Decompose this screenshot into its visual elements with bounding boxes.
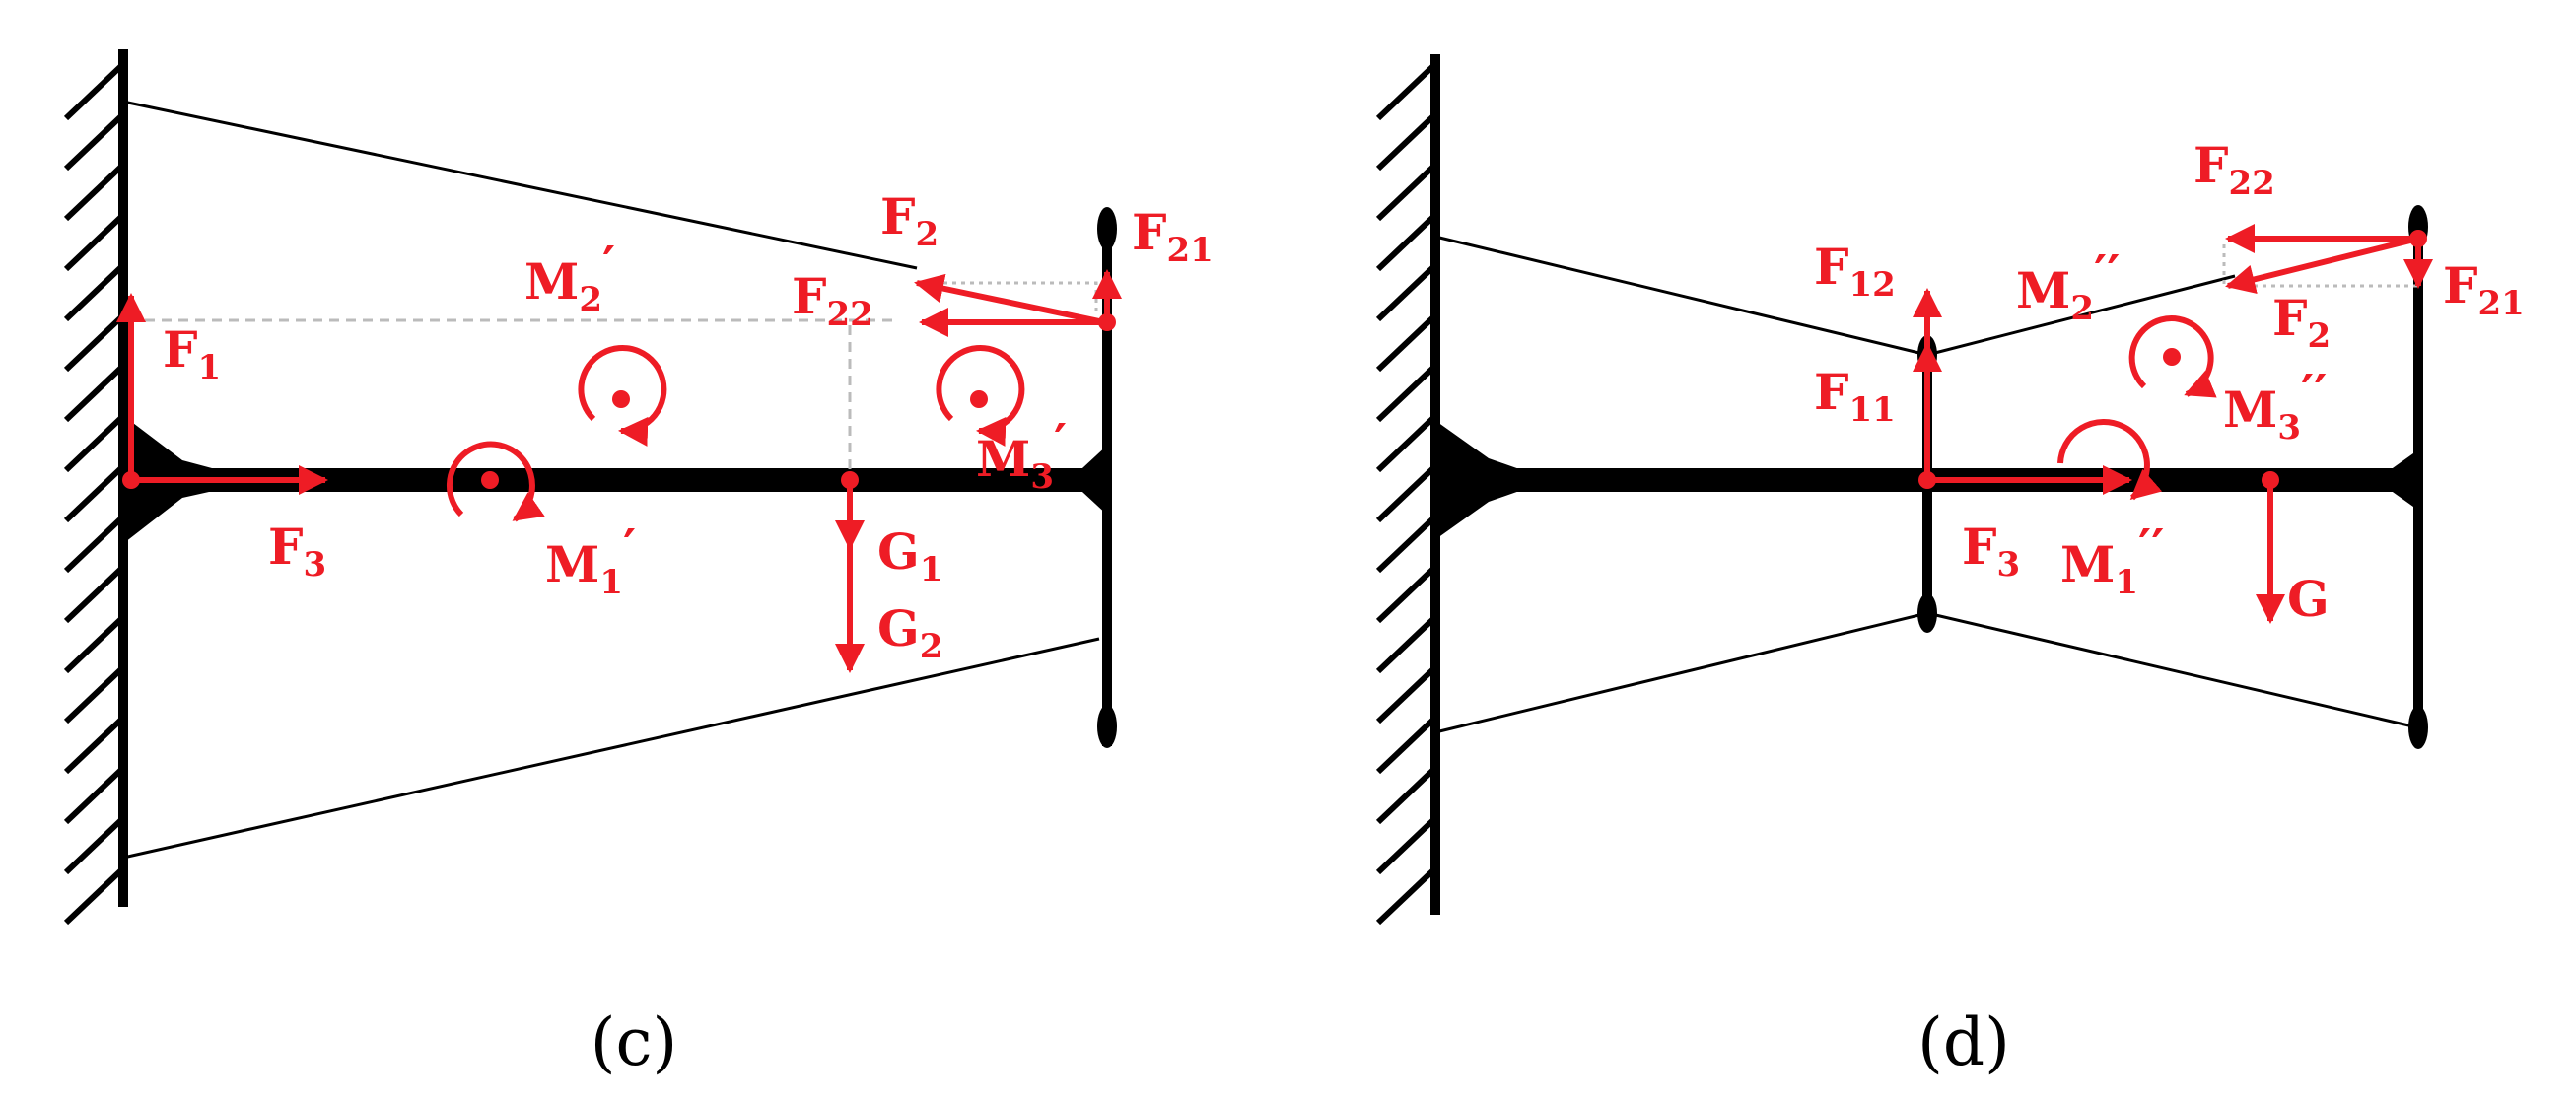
wall-hatch-line [1375,514,1438,574]
wall-hatch-line [63,664,126,724]
end-rod-d [2408,205,2428,749]
label-F22: F22 [792,267,873,334]
fixed-wall-d [1375,54,1440,926]
wall-hatch-line [1375,312,1438,373]
wall-hatch-line [1375,111,1438,172]
label-F2: F2 [2272,289,2331,356]
label-G: G [2287,570,2330,628]
label-F1: F1 [163,320,221,387]
wall-hatch-line [63,61,126,121]
wall-hatch-line [1375,664,1438,724]
wall-hatch-line [63,312,126,373]
cable-lines-d [1434,235,2418,734]
label-F3: F3 [1962,518,2020,585]
force-F2-arrow [914,273,1105,325]
label-M2: M2′′ [2016,243,2120,328]
panel-c: F1 F3 M1′ M2′ M3′ F2 F21 F22 G1 G2 (c) [63,49,1214,1080]
wall-hatch-line [1375,765,1438,825]
wall-hatch-line [1375,815,1438,875]
labels-d: F12 F11 F3 M1′′ M2′′ M3′′ F22 F21 F2 G [1814,136,2525,628]
moment-M2-arc [578,345,667,447]
wall-hatch-line [1375,212,1438,272]
wall-hatch-line [63,564,126,624]
wall-hatch-line [63,413,126,473]
label-F22: F22 [2193,136,2275,203]
label-M3: M3′ [976,412,1067,497]
wall-hatch-line [1375,262,1438,322]
wall-hatch-line [1375,715,1438,775]
labels-c: F1 F3 M1′ M2′ M3′ F2 F21 F22 G1 G2 [163,187,1214,666]
moment-M1-arc [446,441,545,522]
wall-hatch-line [63,363,126,423]
label-F3: F3 [268,518,326,585]
wall-hatch-line [1375,363,1438,423]
points-d [1918,230,2427,489]
label-G1: G1 [877,522,942,589]
wall-hatch-line [63,162,126,222]
wall-hatch-line [63,614,126,674]
forces-d [1913,224,2433,624]
wall-hatch-line [63,212,126,272]
wall-hatch-line [63,111,126,172]
wall-hatch-line [1375,865,1438,926]
wall-hatch-line [63,815,126,875]
cable-lines-c [122,100,1100,860]
wall-hatch-line [63,262,126,322]
moment-M1-arc [2057,418,2163,501]
label-G2: G2 [877,599,942,666]
wall-hatch-line [1375,564,1438,624]
wall-hatch-line [63,463,126,523]
moment-M2-arc [2128,315,2217,398]
wall-hatch-line [1375,61,1438,121]
label-F12: F12 [1814,238,1896,305]
wall-hatch-line [1375,413,1438,473]
label-F21: F21 [2443,256,2525,323]
label-F11: F11 [1814,363,1896,430]
guide-lines-d [2222,244,2418,288]
wall-hatch-line [1375,463,1438,523]
label-M3: M3′′ [2223,363,2327,448]
wall-hatch-line [1375,162,1438,222]
fixed-wall-c [63,49,128,926]
points-c [122,313,1116,489]
guide-lines-c [128,281,1098,471]
force-F2-arrow [2225,236,2419,295]
label-F2: F2 [880,187,939,254]
label-M1: M1′′ [2060,518,2164,602]
wall-hatch-line [1375,614,1438,674]
caption-c: (c) [591,1004,677,1080]
wall-hatch-line [63,765,126,825]
label-F21: F21 [1132,203,1214,270]
wall-hatch-line [63,715,126,775]
panel-d: F12 F11 F3 M1′′ M2′′ M3′′ F22 F21 F2 G (… [1375,54,2525,1080]
label-M1: M1′ [545,518,636,602]
label-M2: M2′ [524,235,615,319]
moment-M3-arc [936,345,1025,447]
wall-hatch-line [63,514,126,574]
wall-hatch-line [63,865,126,926]
caption-d: (d) [1917,1004,2010,1080]
